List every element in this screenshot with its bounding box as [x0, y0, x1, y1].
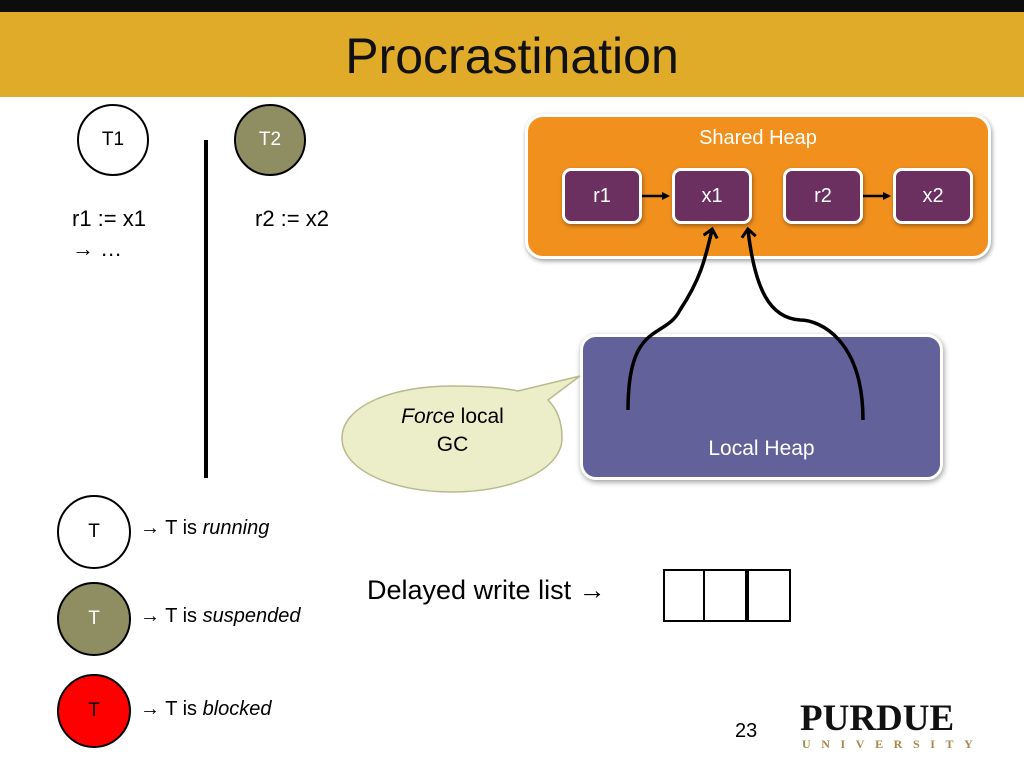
legend-running-state: running [202, 517, 270, 539]
legend-suspended-circle: T [57, 582, 131, 656]
legend-suspended-circle-label: T [88, 608, 100, 629]
callout-rest: local [454, 405, 504, 428]
gc-arrow-left [626, 230, 712, 411]
thread-t2-label: T2 [258, 129, 282, 150]
delayed-write-list-label: Delayed write list → [367, 575, 606, 605]
heap-node-r1: r1 [562, 168, 642, 224]
legend-suspended-state: suspended [202, 605, 301, 627]
thread-t1-code: r1 := x1 → … [72, 204, 146, 264]
legend-blocked-circle-label: T [88, 700, 100, 721]
legend-running-circle-label: T [88, 521, 100, 542]
legend-running-text: → T is running [140, 517, 269, 540]
delayed-write-slot [663, 569, 705, 622]
legend-blocked-state: blocked [202, 698, 272, 720]
page-number: 23 [735, 720, 758, 742]
legend-blocked-circle: T [57, 674, 131, 748]
delayed-write-slot [705, 569, 747, 622]
callout-text: Force local GC [360, 403, 545, 459]
legend-blocked-prefix: → T is [140, 698, 203, 720]
thread-t1-circle: T1 [77, 104, 149, 176]
thread-t2-circle: T2 [234, 104, 306, 176]
t1-code-line-1: r1 := x1 [72, 206, 146, 231]
title-bar [0, 12, 1024, 97]
thread-t1-label: T1 [101, 129, 125, 150]
legend-suspended-prefix: → T is [140, 605, 203, 627]
gc-arrow-right [748, 230, 865, 421]
legend-blocked-text: → T is blocked [140, 698, 272, 721]
heap-node-x1: x1 [672, 168, 752, 224]
local-heap-box [580, 334, 943, 480]
callout-bubble [341, 375, 581, 493]
heap-node-x2: x2 [893, 168, 973, 224]
t1-code-line-2: → … [72, 236, 123, 261]
delayed-write-slot [747, 569, 791, 622]
thread-divider [204, 140, 208, 478]
shared-heap-label: Shared Heap [699, 127, 817, 149]
legend-running-circle: T [57, 495, 131, 569]
callout-italic: Force [401, 405, 455, 428]
purdue-logo-wordmark: PURDUE [800, 698, 955, 739]
legend-running-prefix: → T is [140, 517, 203, 539]
purdue-logo-subtitle: UNIVERSITY [802, 737, 984, 751]
legend-suspended-text: → T is suspended [140, 605, 300, 628]
thread-t2-code: r2 := x2 [255, 204, 329, 234]
top-strip [0, 0, 1024, 12]
heap-node-r2: r2 [783, 168, 863, 224]
slide-title: Procrastination [345, 28, 679, 84]
local-heap-label: Local Heap [708, 437, 815, 460]
callout-line-2: GC [436, 433, 469, 456]
t2-code-line-1: r2 := x2 [255, 206, 329, 231]
